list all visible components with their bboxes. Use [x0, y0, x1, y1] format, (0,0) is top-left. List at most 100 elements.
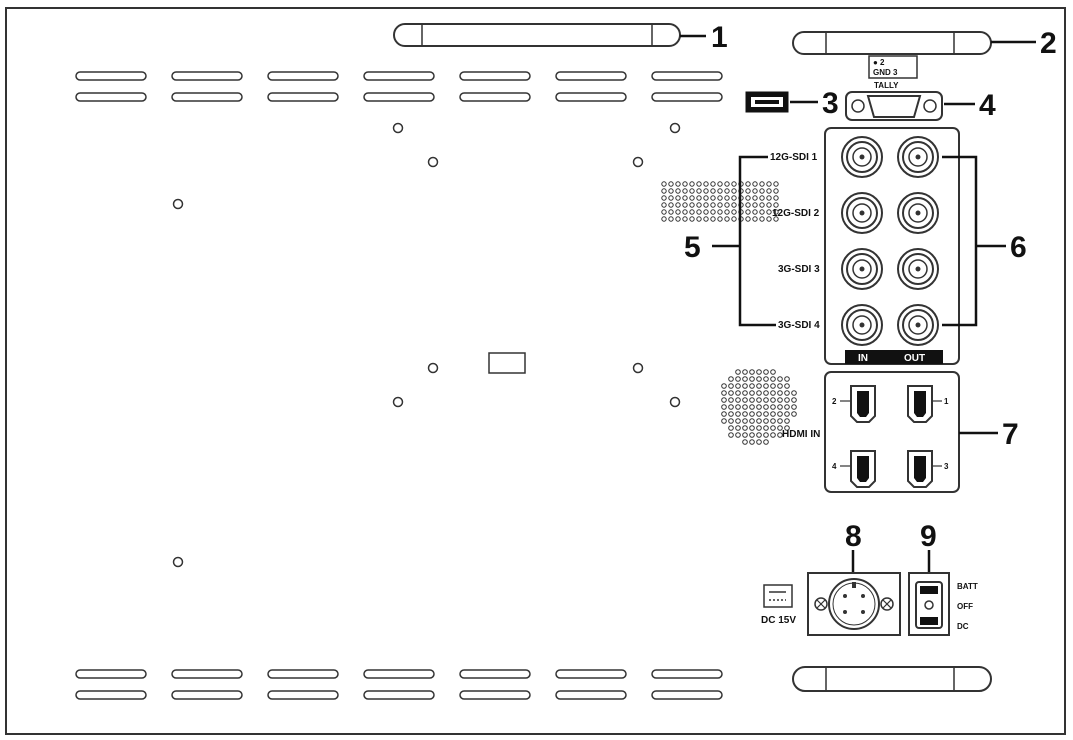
- grille-hole: [735, 369, 741, 375]
- db9-serial-port: [845, 91, 943, 121]
- vent-slot: [459, 690, 531, 700]
- grille-hole: [696, 188, 702, 194]
- grille-hole: [770, 432, 776, 438]
- callout-6: 6: [1010, 231, 1027, 264]
- grille-hole: [661, 181, 667, 187]
- grille-hole: [766, 216, 772, 222]
- grille-hole: [735, 383, 741, 389]
- grille-hole: [745, 216, 751, 222]
- grille-hole: [784, 383, 790, 389]
- grille-hole: [784, 425, 790, 431]
- grille-hole: [763, 390, 769, 396]
- tally-connector: ● 2 GND 3 TALLY: [868, 55, 918, 90]
- grille-hole: [749, 369, 755, 375]
- grille-hole: [777, 425, 783, 431]
- callout-6-bracket: [942, 155, 1006, 327]
- grille-hole: [696, 195, 702, 201]
- grille-hole: [742, 376, 748, 382]
- grille-hole: [724, 202, 730, 208]
- screw-hole: [427, 156, 439, 168]
- screw-hole: [427, 362, 439, 374]
- grille-hole: [766, 188, 772, 194]
- grille-hole: [689, 181, 695, 187]
- grille-hole: [791, 404, 797, 410]
- grille-hole: [696, 202, 702, 208]
- grille-hole: [661, 202, 667, 208]
- grille-hole: [668, 195, 674, 201]
- grille-hole: [735, 418, 741, 424]
- grille-hole: [703, 216, 709, 222]
- grille-hole: [752, 195, 758, 201]
- grille-hole: [731, 202, 737, 208]
- callout-2: 2: [1040, 27, 1057, 60]
- grille-hole: [724, 188, 730, 194]
- sdi-io-strip: [845, 350, 943, 364]
- grille-hole: [675, 216, 681, 222]
- grille-hole: [745, 181, 751, 187]
- grille-hole: [661, 195, 667, 201]
- hdmi-port: [907, 450, 933, 488]
- grille-hole: [752, 188, 758, 194]
- grille-hole: [777, 376, 783, 382]
- grille-hole: [689, 216, 695, 222]
- grille-hole: [696, 216, 702, 222]
- bnc-connector: [897, 192, 939, 234]
- grille-hole: [703, 209, 709, 215]
- grille-hole: [742, 383, 748, 389]
- vent-slot: [651, 669, 723, 679]
- grille-hole: [682, 216, 688, 222]
- grille-hole: [763, 418, 769, 424]
- grille-hole: [791, 390, 797, 396]
- tally-gnd: GND 3: [873, 68, 898, 77]
- vent-slot: [363, 71, 435, 81]
- grille-hole: [763, 383, 769, 389]
- grille-hole: [770, 383, 776, 389]
- vent-slot: [459, 92, 531, 102]
- grille-hole: [756, 376, 762, 382]
- grille-hole: [784, 404, 790, 410]
- grille-hole: [756, 390, 762, 396]
- grille-hole: [759, 188, 765, 194]
- screw-hole: [172, 198, 184, 210]
- grille-hole: [791, 397, 797, 403]
- grille-hole: [728, 383, 734, 389]
- grille-hole: [745, 202, 751, 208]
- hdmi-ports: [850, 385, 933, 488]
- grille-hole: [756, 425, 762, 431]
- grille-hole: [724, 181, 730, 187]
- callout-9: 9: [920, 520, 937, 553]
- sdi-label-3: 3G-SDI 3: [778, 264, 820, 275]
- sdi-out-label: OUT: [904, 353, 925, 364]
- grille-hole: [784, 411, 790, 417]
- grille-hole: [731, 188, 737, 194]
- grille-hole: [682, 202, 688, 208]
- grille-hole: [770, 397, 776, 403]
- grille-hole: [759, 216, 765, 222]
- sdi-label-4: 3G-SDI 4: [778, 320, 820, 331]
- vent-slot: [171, 690, 243, 700]
- grille-hole: [773, 216, 779, 222]
- screw-hole: [392, 122, 404, 134]
- grille-hole: [724, 209, 730, 215]
- bnc-connector: [841, 304, 883, 346]
- hdmi-port-2-label: 2: [832, 397, 837, 406]
- hdmi-port-1-label: 1: [944, 397, 949, 406]
- grille-hole: [770, 418, 776, 424]
- grille-hole: [749, 397, 755, 403]
- center-label-plate: [488, 352, 526, 374]
- grille-hole: [710, 202, 716, 208]
- vent-slot: [267, 669, 339, 679]
- grille-hole: [777, 404, 783, 410]
- screw-hole: [632, 362, 644, 374]
- grille-hole: [756, 369, 762, 375]
- grille-hole: [728, 390, 734, 396]
- vent-slot: [75, 92, 147, 102]
- vent-slot: [651, 690, 723, 700]
- bnc-connector: [841, 136, 883, 178]
- sdi-in-label: IN: [858, 353, 868, 364]
- grille-hole: [675, 181, 681, 187]
- vent-slot: [267, 690, 339, 700]
- vent-slot: [171, 669, 243, 679]
- grille-hole: [668, 181, 674, 187]
- grille-hole: [742, 439, 748, 445]
